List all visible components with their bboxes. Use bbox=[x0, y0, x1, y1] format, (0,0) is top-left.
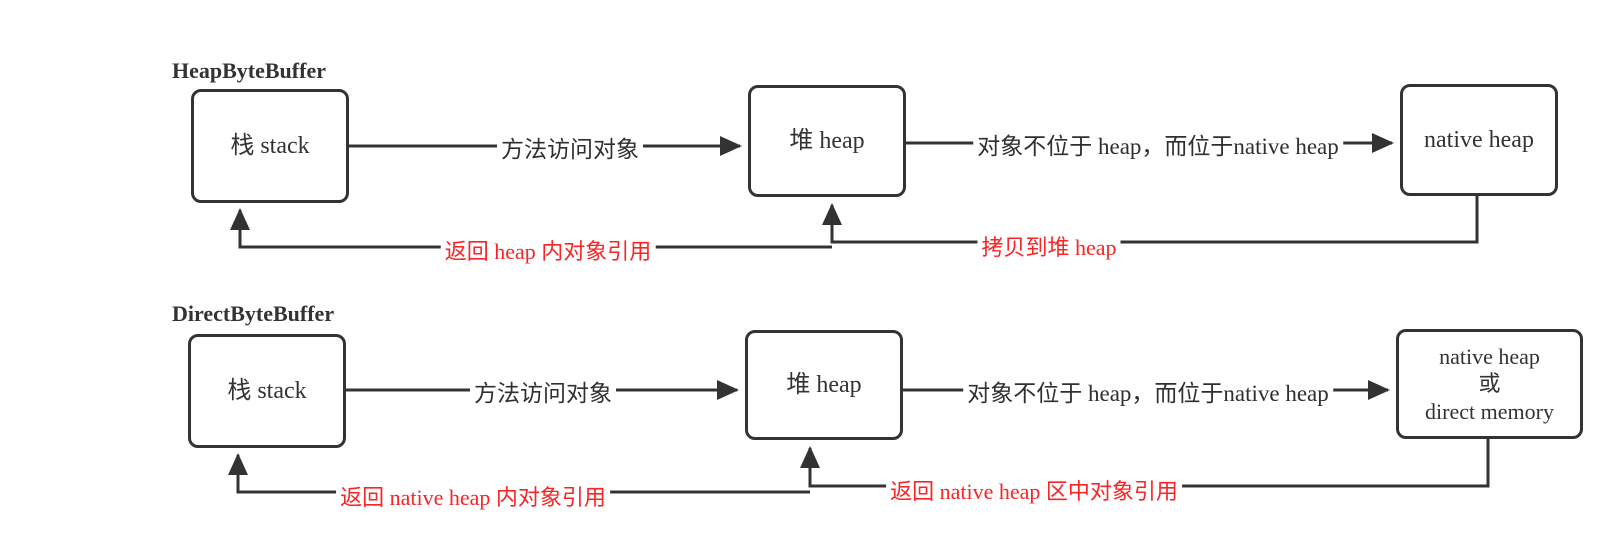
heap-box-1: 堆 heap bbox=[748, 85, 906, 197]
native-heap-box-2-line3: direct memory bbox=[1425, 398, 1554, 424]
native-heap-box-2-line1: native heap bbox=[1439, 343, 1540, 369]
stack-box-1: 栈 stack bbox=[191, 89, 349, 203]
stack-box-2: 栈 stack bbox=[188, 334, 346, 448]
edge-label-method-access-1: 方法访问对象 bbox=[497, 130, 643, 164]
edge-label-method-access-2: 方法访问对象 bbox=[470, 374, 616, 408]
edge-label-not-in-heap-1: 对象不位于 heap，而位于native heap bbox=[973, 127, 1343, 161]
edge-label-return-heap-ref-1: 返回 heap 内对象引用 bbox=[440, 234, 656, 266]
edge-label-return-native-area-ref-2: 返回 native heap 区中对象引用 bbox=[886, 474, 1182, 506]
native-heap-box-1-label: native heap bbox=[1424, 127, 1534, 153]
connector-heap-to-stack-return-2 bbox=[228, 453, 810, 494]
heap-box-1-label: 堆 heap bbox=[789, 128, 865, 154]
stack-box-1-label: 栈 stack bbox=[230, 133, 310, 159]
edge-label-not-in-heap-2: 对象不位于 heap，而位于native heap bbox=[963, 374, 1333, 408]
connector-native-to-heap-copy-1 bbox=[822, 196, 1479, 244]
native-heap-box-1: native heap bbox=[1400, 84, 1558, 196]
heap-box-2-label: 堆 heap bbox=[786, 372, 862, 398]
diagram-title-heapbytebuffer: HeapByteBuffer bbox=[172, 58, 326, 83]
diagram-title-directbytebuffer: DirectByteBuffer bbox=[172, 301, 335, 326]
native-heap-box-2: native heap 或 direct memory bbox=[1396, 329, 1583, 439]
stack-box-2-label: 栈 stack bbox=[227, 378, 307, 404]
native-heap-box-2-line2: 或 bbox=[1478, 371, 1501, 397]
edge-label-copy-to-heap-1: 拷贝到堆 heap bbox=[977, 230, 1121, 262]
edge-label-return-native-ref-2: 返回 native heap 内对象引用 bbox=[336, 480, 610, 512]
heap-box-2: 堆 heap bbox=[745, 330, 903, 440]
